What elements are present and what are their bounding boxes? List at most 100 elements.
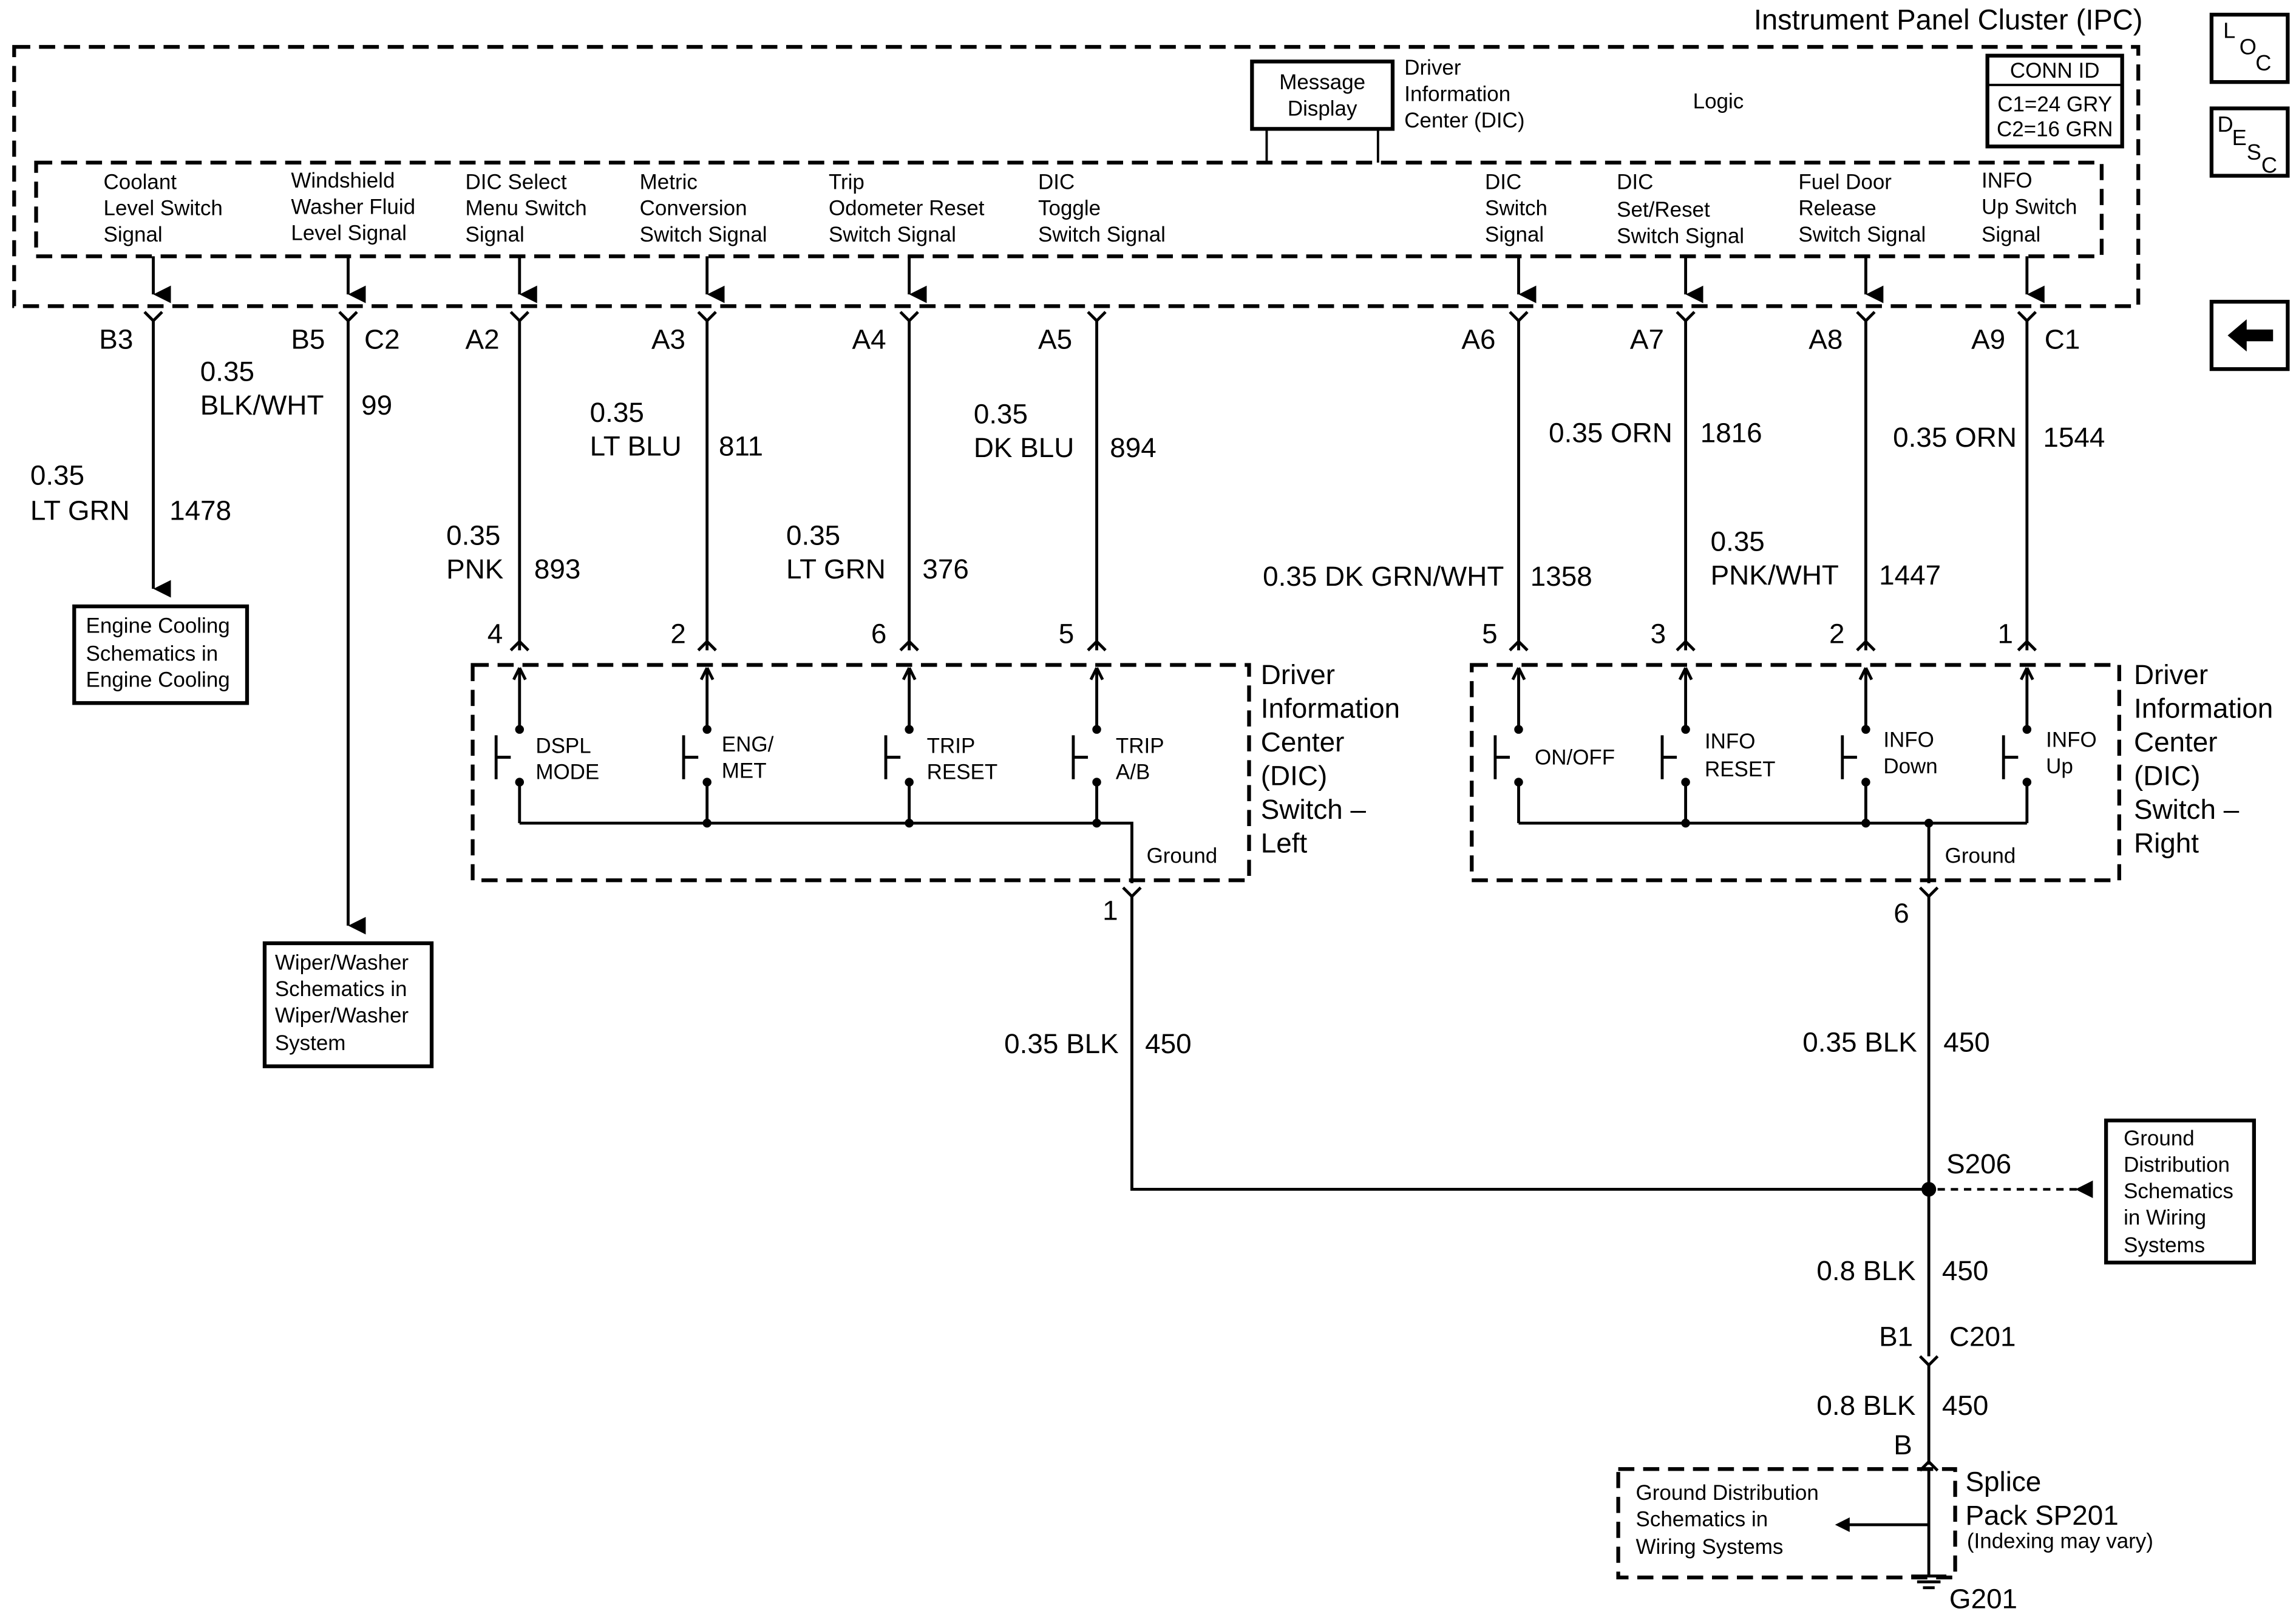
svg-text:450: 450 [1942,1255,1988,1286]
svg-text:376: 376 [922,554,968,585]
svg-text:PNK/WHT: PNK/WHT [1711,560,1839,591]
svg-text:B1: B1 [1879,1321,1913,1352]
svg-text:0.35: 0.35 [446,520,500,551]
svg-text:0.35 DK GRN/WHT: 0.35 DK GRN/WHT [1263,561,1504,592]
svg-text:A5: A5 [1038,324,1072,354]
logic-label: Logic [1693,90,1744,114]
ipc-title: Instrument Panel Cluster (IPC) [1754,3,2143,35]
svg-text:0.35: 0.35 [786,520,840,551]
svg-text:0.35 BLK: 0.35 BLK [1802,1027,1917,1058]
svg-text:1816: 1816 [1700,418,1762,449]
svg-text:C201: C201 [1949,1321,2016,1352]
loc-button[interactable]: LOC [2209,12,2290,84]
svg-text:A2: A2 [466,324,500,354]
back-arrow-button[interactable] [2209,299,2290,371]
svg-text:450: 450 [1943,1027,1989,1058]
svg-text:1478: 1478 [169,495,231,526]
svg-text:Ground: Ground [1945,844,2016,867]
svg-text:1447: 1447 [1879,560,1941,591]
ground-wires [1122,886,1947,1590]
svg-text:0.35: 0.35 [590,397,644,428]
svg-text:A6: A6 [1461,324,1495,354]
svg-text:(Indexing may vary): (Indexing may vary) [1967,1530,2153,1553]
svg-text:B: B [1894,1429,1912,1460]
ground-distribution-ref[interactable] [2104,1118,2256,1265]
svg-text:C2: C2 [364,324,400,354]
svg-text:L: L [2223,18,2235,43]
svg-text:0.35: 0.35 [30,460,84,491]
svg-text:LT BLU: LT BLU [590,430,682,461]
svg-text:0.35 ORN: 0.35 ORN [1549,418,1673,449]
svg-text:1358: 1358 [1530,561,1592,592]
svg-text:C: C [2255,50,2271,75]
conn-id-box [1985,53,2124,149]
svg-text:3: 3 [1651,618,1666,649]
svg-text:6: 6 [1894,898,1909,929]
ipc-signal-bus [34,160,2104,259]
svg-text:99: 99 [361,390,392,421]
svg-text:D: D [2218,112,2233,137]
svg-text:450: 450 [1942,1390,1988,1421]
svg-text:B3: B3 [99,324,133,354]
svg-text:1: 1 [1998,618,2014,649]
svg-text:E: E [2232,125,2247,150]
svg-text:0.35 BLK: 0.35 BLK [1004,1028,1119,1059]
svg-text:LT GRN: LT GRN [30,495,130,526]
svg-text:4: 4 [487,618,503,649]
svg-text:0.8 BLK: 0.8 BLK [1816,1255,1915,1286]
svg-text:2: 2 [670,618,686,649]
svg-text:ENG/MET: ENG/MET [722,733,774,782]
svg-text:S206: S206 [1946,1148,2011,1179]
svg-text:5: 5 [1482,618,1498,649]
engine-cooling-ref[interactable] [72,604,250,705]
svg-text:6: 6 [871,618,886,649]
svg-text:LT GRN: LT GRN [786,554,886,585]
svg-text:1544: 1544 [2043,422,2105,453]
wiper-washer-ref[interactable] [262,941,434,1068]
svg-text:S: S [2247,140,2261,164]
svg-text:PNK: PNK [446,554,504,585]
svg-text:DK BLU: DK BLU [974,432,1075,463]
svg-text:B5: B5 [291,324,325,354]
svg-text:894: 894 [1110,432,1156,463]
message-display-box [1250,59,1395,131]
svg-text:893: 893 [534,554,580,585]
svg-text:A8: A8 [1809,324,1843,354]
splice-pack-sp201 [1616,1467,1957,1579]
svg-text:0.35 ORN: 0.35 ORN [1893,422,2017,453]
svg-text:450: 450 [1145,1028,1191,1059]
svg-text:A3: A3 [651,324,685,354]
svg-text:5: 5 [1059,618,1075,649]
svg-text:BLK/WHT: BLK/WHT [200,390,324,421]
arrow-left-icon [2227,319,2274,352]
svg-text:C: C [2261,153,2277,178]
svg-text:811: 811 [719,430,763,461]
ipc-wires [144,311,2037,926]
